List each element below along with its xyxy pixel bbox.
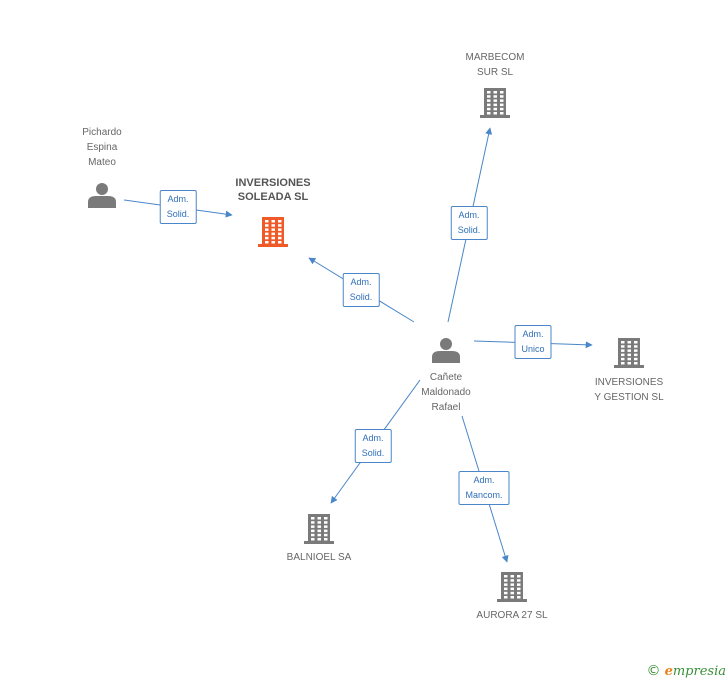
building-icon-balnioel[interactable] bbox=[304, 514, 334, 544]
node-label-inversiones_soleada[interactable]: INVERSIONES SOLEADA SL bbox=[235, 177, 311, 203]
edge-label-e5[interactable]: Adm. Solid. bbox=[354, 429, 392, 463]
person-icon-canete[interactable] bbox=[432, 338, 460, 363]
building-icon-aurora[interactable] bbox=[497, 572, 527, 602]
edge-label-e1[interactable]: Adm. Solid. bbox=[159, 190, 197, 224]
copyright-icon: © bbox=[646, 663, 661, 679]
node-label-marbecom[interactable]: MARBECOM SUR SL bbox=[465, 52, 525, 78]
edge-label-e3[interactable]: Adm. Solid. bbox=[450, 206, 488, 240]
copyright-footer: © empresia bbox=[646, 663, 726, 679]
person-icon-pichardo[interactable] bbox=[88, 183, 116, 208]
node-label-aurora[interactable]: AURORA 27 SL bbox=[476, 610, 548, 621]
building-icon-inversiones_gestion[interactable] bbox=[614, 338, 644, 368]
building-icon-inversiones_soleada[interactable] bbox=[258, 217, 288, 247]
node-label-balnioel[interactable]: BALNIOEL SA bbox=[286, 552, 352, 563]
edge-label-e6[interactable]: Adm. Mancom. bbox=[458, 471, 510, 505]
node-label-canete[interactable]: Cañete Maldonado Rafael bbox=[421, 372, 471, 413]
node-label-pichardo[interactable]: Pichardo Espina Mateo bbox=[82, 127, 122, 168]
edge-label-e4[interactable]: Adm. Unico bbox=[514, 325, 552, 359]
node-label-inversiones_gestion[interactable]: INVERSIONES Y GESTION SL bbox=[594, 377, 664, 403]
building-icon-marbecom[interactable] bbox=[480, 88, 510, 118]
brand-logo-text: mpresia bbox=[672, 664, 726, 679]
edge-label-e2[interactable]: Adm. Solid. bbox=[342, 273, 380, 307]
brand-logo-initial: e bbox=[664, 664, 673, 679]
